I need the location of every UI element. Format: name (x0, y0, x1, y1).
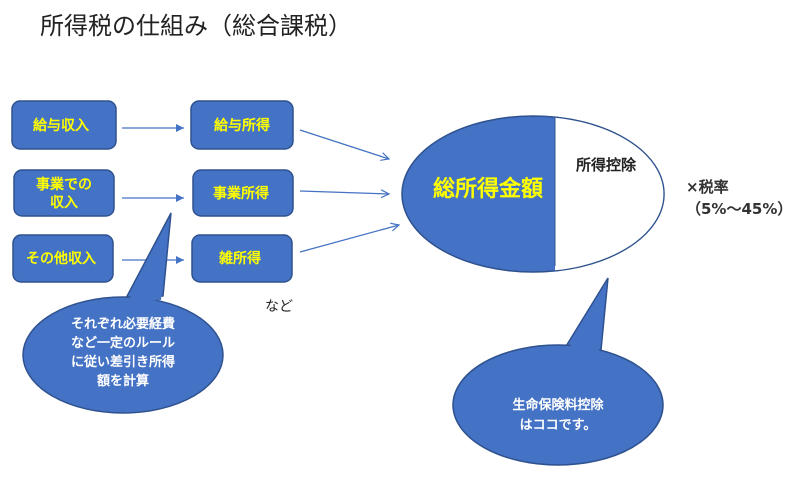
income-type-business: 事業所得 (192, 169, 294, 217)
total-income-ellipse: 総所得金額 所得控除 (401, 115, 665, 273)
tax-rate-range: （5%～45%） (686, 200, 792, 218)
callout-line: に従い差引き所得 (71, 354, 175, 370)
income-type-label: 給与所得 (214, 117, 270, 134)
income-source-label: 事業での (36, 176, 92, 193)
callout-line: 額を計算 (96, 373, 149, 389)
callout-line: それぞれ必要経費 (71, 316, 175, 332)
income-source-label: その他収入 (26, 250, 96, 267)
income-source-salary: 給与収入 (11, 100, 117, 150)
callout-line: はココです。 (520, 418, 597, 433)
income-source-other: その他収入 (12, 234, 114, 283)
callout-line: 生命保険料控除 (512, 397, 604, 413)
arrow-to-total (299, 191, 389, 194)
callout-right: 生命保険料控除 はココです。 (452, 277, 664, 466)
page-title: 所得税の仕組み（総合課税） (40, 12, 352, 40)
etc-label: など (265, 299, 293, 315)
income-type-label: 事業所得 (213, 185, 269, 202)
income-type-misc: 雑所得 (191, 234, 293, 283)
income-type-salary: 給与所得 (190, 100, 294, 150)
arrow-to-total (299, 225, 399, 253)
income-type-label: 雑所得 (218, 250, 261, 267)
income-source-label: 収入 (50, 194, 78, 211)
deduction-label: 所得控除 (576, 156, 637, 174)
callout-line: など一定のルール (71, 335, 175, 351)
arrow-to-total (299, 129, 389, 159)
income-source-business: 事業での 収入 (13, 169, 115, 217)
tax-rate-label: ×税率 (686, 178, 729, 196)
total-income-label: 総所得金額 (433, 176, 543, 202)
callout-left: それぞれ必要経費 など一定のルール に従い差引き所得 額を計算 (22, 212, 224, 414)
income-source-label: 給与収入 (33, 117, 89, 134)
